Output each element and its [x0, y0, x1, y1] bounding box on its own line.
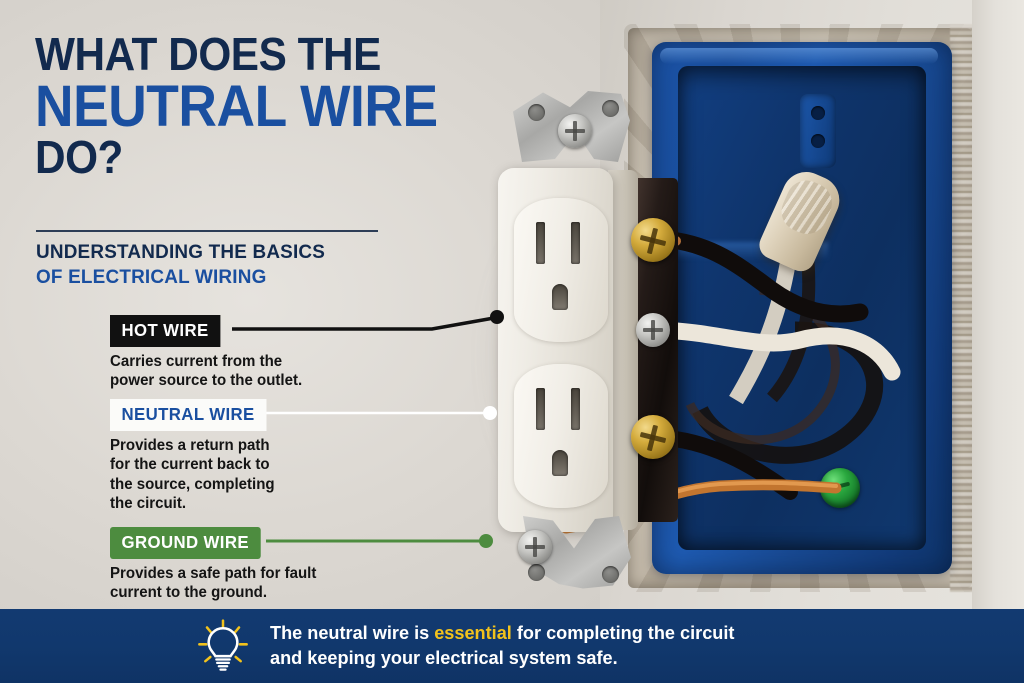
- neutral-slot-top: [536, 222, 545, 264]
- lightbulb-icon: [198, 619, 248, 671]
- neutral-slot-bottom: [536, 388, 545, 430]
- badge-neutral-wire: NEUTRAL WIRE: [110, 399, 267, 431]
- neutral-desc-line-1: Provides a return path: [110, 437, 270, 454]
- subtitle-line-1: UNDERSTANDING THE BASICS: [36, 241, 326, 263]
- subtitle-line-2: OF ELECTRICAL WIRING: [36, 265, 267, 288]
- duplex-receptacle: [490, 90, 678, 589]
- bulb-glass: [207, 627, 239, 658]
- electrical-box-mounting-tab: [800, 94, 836, 168]
- footer-banner: The neutral wire is essential for comple…: [0, 609, 1024, 683]
- ground-desc-line-1: Provides a safe path for fault: [110, 565, 317, 582]
- electrical-box-rim-highlight: [660, 48, 938, 64]
- ground-desc-line-2: current to the ground.: [110, 584, 268, 602]
- description-ground-wire: Provides a safe path for fault current t…: [110, 564, 316, 603]
- brass-terminal-screw-bottom: [631, 415, 675, 459]
- title-line-2: NEUTRAL WIRE: [35, 73, 438, 139]
- hot-slot-bottom: [571, 388, 580, 430]
- title-line-3: DO?: [35, 130, 123, 183]
- description-hot-wire: Carries current from the power source to…: [110, 352, 302, 391]
- neutral-desc-line-4: the circuit.: [110, 495, 187, 513]
- leader-dot-ground: [479, 534, 493, 548]
- strap-screw-top: [558, 114, 592, 148]
- footer-text-part2: for completing the circuit: [511, 622, 735, 644]
- page-title: WHAT DOES THE NEUTRAL WIRE DO?: [35, 28, 495, 183]
- receptacle-face: [498, 168, 613, 532]
- footer-highlight: essential: [434, 622, 512, 644]
- footer-line-2: and keeping your electrical system safe.: [270, 647, 618, 668]
- strap-hole-top-right: [602, 100, 619, 117]
- outlet-photograph: [0, 0, 1024, 611]
- callout-ground-wire: GROUND WIRE Provides a safe path for fau…: [110, 527, 323, 603]
- footer-message: The neutral wire is essential for comple…: [270, 621, 734, 670]
- callout-hot-wire: HOT WIRE Carries current from the power …: [110, 315, 308, 391]
- leader-lines: [232, 310, 504, 548]
- description-neutral-wire: Provides a return path for the current b…: [110, 436, 275, 514]
- badge-hot-wire: HOT WIRE: [110, 315, 221, 347]
- ground-strap-screw: [518, 530, 552, 564]
- wall-face-right: [972, 0, 1024, 611]
- receptacle-outlet-bottom: [514, 364, 608, 508]
- hot-desc-line-2: power source to the outlet.: [110, 372, 303, 390]
- leader-dot-neutral: [483, 406, 497, 420]
- hot-slot-top: [571, 222, 580, 264]
- title-divider: [36, 230, 378, 232]
- brass-terminal-screw-top: [631, 218, 675, 262]
- callout-neutral-wire: NEUTRAL WIRE Provides a return path for …: [110, 399, 280, 514]
- badge-ground-wire: GROUND WIRE: [110, 527, 261, 559]
- neutral-desc-line-2: for the current back to: [110, 456, 270, 474]
- footer-line-1: The neutral wire is essential for comple…: [270, 621, 734, 646]
- receptacle-outlet-top: [514, 198, 608, 342]
- ground-slot-top: [552, 284, 568, 310]
- leader-dot-hot: [490, 310, 504, 324]
- footer-text-part1: The neutral wire is: [270, 622, 435, 644]
- title-line-1: WHAT DOES THE: [35, 28, 381, 80]
- strap-hole-bottom-left: [528, 564, 545, 581]
- silver-terminal-screw: [636, 313, 670, 347]
- leader-line-hot: [232, 316, 495, 331]
- strap-hole-bottom-right: [602, 566, 619, 583]
- neutral-desc-line-3: the source, completing: [110, 475, 275, 493]
- subtitle: UNDERSTANDING THE BASICS OF ELECTRICAL W…: [36, 240, 443, 290]
- strap-hole-top-left: [528, 104, 545, 121]
- ground-slot-bottom: [552, 450, 568, 476]
- hot-desc-line-1: Carries current from the: [110, 353, 283, 370]
